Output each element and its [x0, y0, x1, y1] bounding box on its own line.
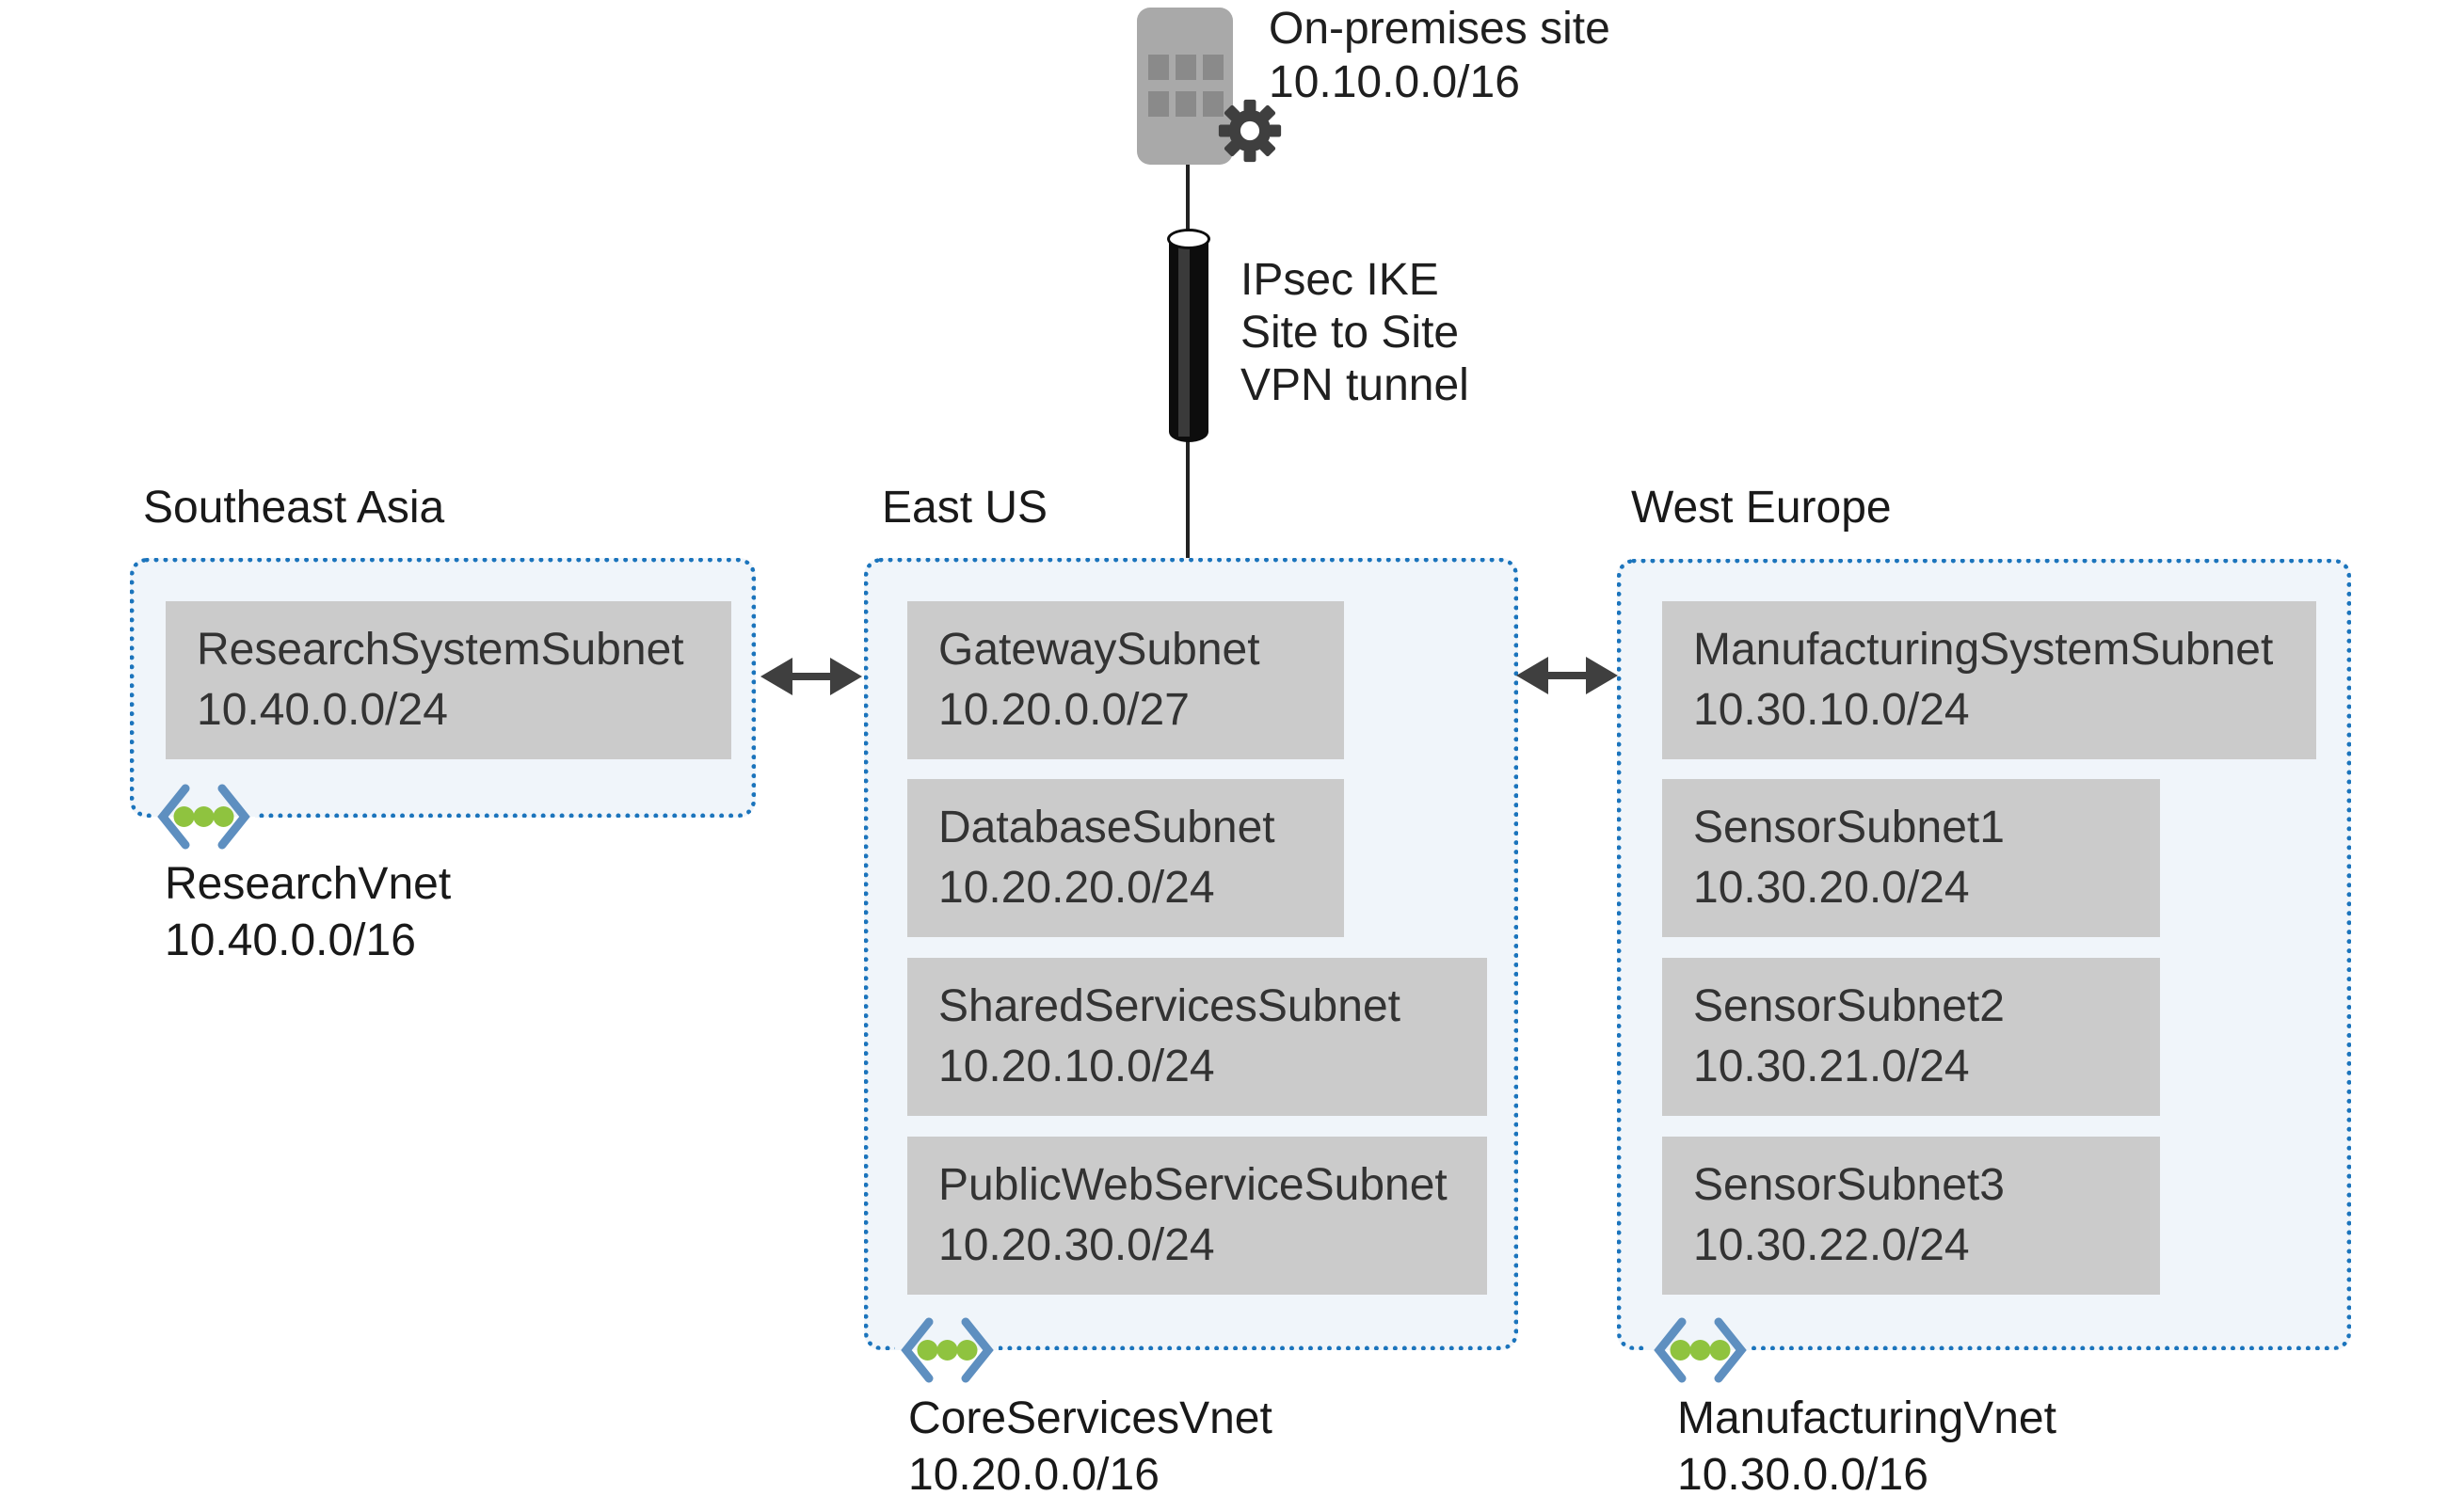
bidirectional-arrow-icon	[1516, 657, 1618, 694]
subnet-cidr: 10.40.0.0/24	[197, 685, 448, 735]
subnet-name: SharedServicesSubnet	[938, 981, 1400, 1031]
vnet-cidr: 10.30.0.0/16	[1677, 1450, 1928, 1496]
subnet-box: PublicWebServiceSubnet 10.20.30.0/24	[907, 1137, 1487, 1295]
building-window	[1176, 55, 1196, 80]
vpn-tunnel-label: IPsec IKE Site to Site VPN tunnel	[1240, 254, 1469, 412]
vpn-label-line1: IPsec IKE	[1240, 255, 1439, 305]
subnet-name: DatabaseSubnet	[938, 803, 1275, 852]
subnet-box: SharedServicesSubnet 10.20.10.0/24	[907, 958, 1487, 1116]
vnet-label-research: ResearchVnet 10.40.0.0/16	[165, 856, 451, 969]
subnet-cidr: 10.20.0.0/27	[938, 685, 1190, 735]
subnet-box: ManufacturingSystemSubnet 10.30.10.0/24	[1662, 601, 2316, 759]
vnet-name: CoreServicesVnet	[908, 1393, 1272, 1443]
subnet-cidr: 10.30.20.0/24	[1693, 863, 1970, 913]
subnet-cidr: 10.20.20.0/24	[938, 863, 1215, 913]
subnet-box: DatabaseSubnet 10.20.20.0/24	[907, 779, 1344, 937]
vnet-icon	[152, 779, 255, 854]
vpn-label-line3: VPN tunnel	[1240, 360, 1469, 410]
region-title-west-europe: West Europe	[1631, 483, 1892, 533]
onprem-label: On-premises site 10.10.0.0/16	[1269, 2, 1610, 109]
subnet-name: SensorSubnet2	[1693, 981, 2005, 1031]
building-window	[1203, 91, 1224, 117]
vnet-icon	[895, 1313, 999, 1388]
subnet-cidr: 10.30.21.0/24	[1693, 1042, 1970, 1091]
vnet-cidr: 10.40.0.0/16	[165, 915, 416, 965]
building-window	[1148, 91, 1169, 117]
vpn-label-line2: Site to Site	[1240, 308, 1460, 358]
subnet-box: ResearchSystemSubnet 10.40.0.0/24	[166, 601, 731, 759]
building-window	[1148, 55, 1169, 80]
region-box-west-europe: ManufacturingSystemSubnet 10.30.10.0/24 …	[1617, 559, 2351, 1350]
subnet-cidr: 10.20.10.0/24	[938, 1042, 1215, 1091]
bidirectional-arrow-icon	[760, 658, 862, 695]
building-icon	[1137, 8, 1233, 165]
region-box-southeast-asia: ResearchSystemSubnet 10.40.0.0/24	[130, 558, 756, 818]
subnet-name: ManufacturingSystemSubnet	[1693, 625, 2274, 675]
region-box-east-us: GatewaySubnet 10.20.0.0/27 DatabaseSubne…	[864, 558, 1518, 1350]
region-title-southeast-asia: Southeast Asia	[143, 483, 445, 533]
vpn-tunnel-highlight	[1178, 243, 1190, 437]
onprem-cidr: 10.10.0.0/16	[1269, 57, 1520, 107]
subnet-name: ResearchSystemSubnet	[197, 625, 684, 675]
building-window	[1176, 91, 1196, 117]
region-title-east-us: East US	[882, 483, 1048, 533]
subnet-cidr: 10.30.22.0/24	[1693, 1220, 1970, 1270]
vpn-tunnel-top	[1167, 229, 1210, 249]
subnet-box: GatewaySubnet 10.20.0.0/27	[907, 601, 1344, 759]
subnet-box: SensorSubnet2 10.30.21.0/24	[1662, 958, 2160, 1116]
subnet-box: SensorSubnet3 10.30.22.0/24	[1662, 1137, 2160, 1295]
vnet-name: ResearchVnet	[165, 859, 452, 909]
vnet-name: ManufacturingVnet	[1677, 1393, 2056, 1443]
vnet-label-coreservices: CoreServicesVnet 10.20.0.0/16	[908, 1391, 1272, 1496]
subnet-name: PublicWebServiceSubnet	[938, 1160, 1448, 1210]
vnet-icon	[1648, 1313, 1752, 1388]
gear-icon	[1218, 99, 1282, 163]
subnet-cidr: 10.30.10.0/24	[1693, 685, 1970, 735]
subnet-name: SensorSubnet3	[1693, 1160, 2005, 1210]
vnet-label-manufacturing: ManufacturingVnet 10.30.0.0/16	[1677, 1391, 2056, 1496]
subnet-cidr: 10.20.30.0/24	[938, 1220, 1215, 1270]
subnet-name: GatewaySubnet	[938, 625, 1260, 675]
onprem-title: On-premises site	[1269, 4, 1610, 54]
subnet-box: SensorSubnet1 10.30.20.0/24	[1662, 779, 2160, 937]
vnet-cidr: 10.20.0.0/16	[908, 1450, 1160, 1496]
building-windows	[1148, 55, 1224, 125]
subnet-name: SensorSubnet1	[1693, 803, 2005, 852]
building-window	[1203, 55, 1224, 80]
